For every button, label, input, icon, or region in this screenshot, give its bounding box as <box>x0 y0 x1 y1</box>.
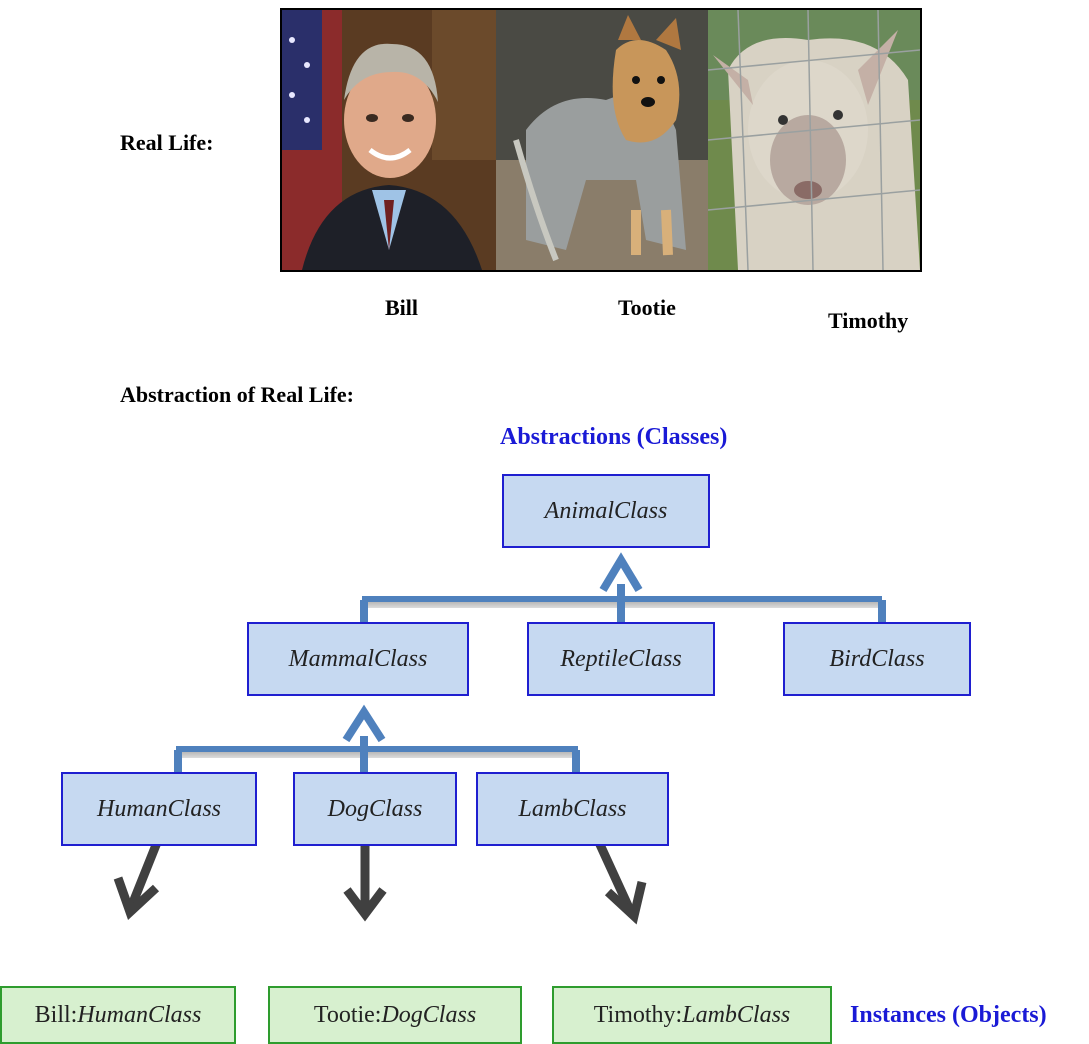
instance-box-bill: Bill: HumanClass <box>0 986 236 1044</box>
photo-caption-tootie: Tootie <box>618 295 676 320</box>
instance-box-tootie: Tootie: DogClass <box>268 986 522 1044</box>
class-box-bird: BirdClass <box>783 622 971 696</box>
instance-type-timothy: LambClass <box>682 1001 791 1028</box>
instance-type-bill: HumanClass <box>77 1001 202 1028</box>
inheritance-connector-animal <box>360 552 886 622</box>
instances-heading: Instances (Objects) <box>850 1002 1047 1028</box>
photo-timothy <box>708 10 920 270</box>
inheritance-connector-mammal <box>174 704 580 772</box>
photo-strip <box>280 8 922 272</box>
class-box-animal: AnimalClass <box>502 474 710 548</box>
photo-bill <box>282 10 496 270</box>
class-box-dog: DogClass <box>293 772 457 846</box>
instance-box-timothy: Timothy: LambClass <box>552 986 832 1044</box>
instance-name-timothy: Timothy: <box>593 1001 683 1028</box>
photo-caption-timothy: Timothy <box>828 308 909 333</box>
class-box-mammal: MammalClass <box>247 622 469 696</box>
class-box-reptile: ReptileClass <box>527 622 715 696</box>
real-life-heading: Real Life: <box>120 130 214 155</box>
abstraction-heading: Abstraction of Real Life: <box>120 382 355 407</box>
instance-name-tootie: Tootie: <box>313 1001 382 1028</box>
class-box-lamb: LambClass <box>476 772 669 846</box>
photo-tootie <box>496 10 708 270</box>
class-box-human: HumanClass <box>61 772 257 846</box>
classes-heading: Abstractions (Classes) <box>500 424 728 450</box>
photo-caption-bill: Bill <box>385 295 419 320</box>
instance-type-tootie: DogClass <box>381 1001 477 1028</box>
instance-name-bill: Bill: <box>34 1001 78 1028</box>
